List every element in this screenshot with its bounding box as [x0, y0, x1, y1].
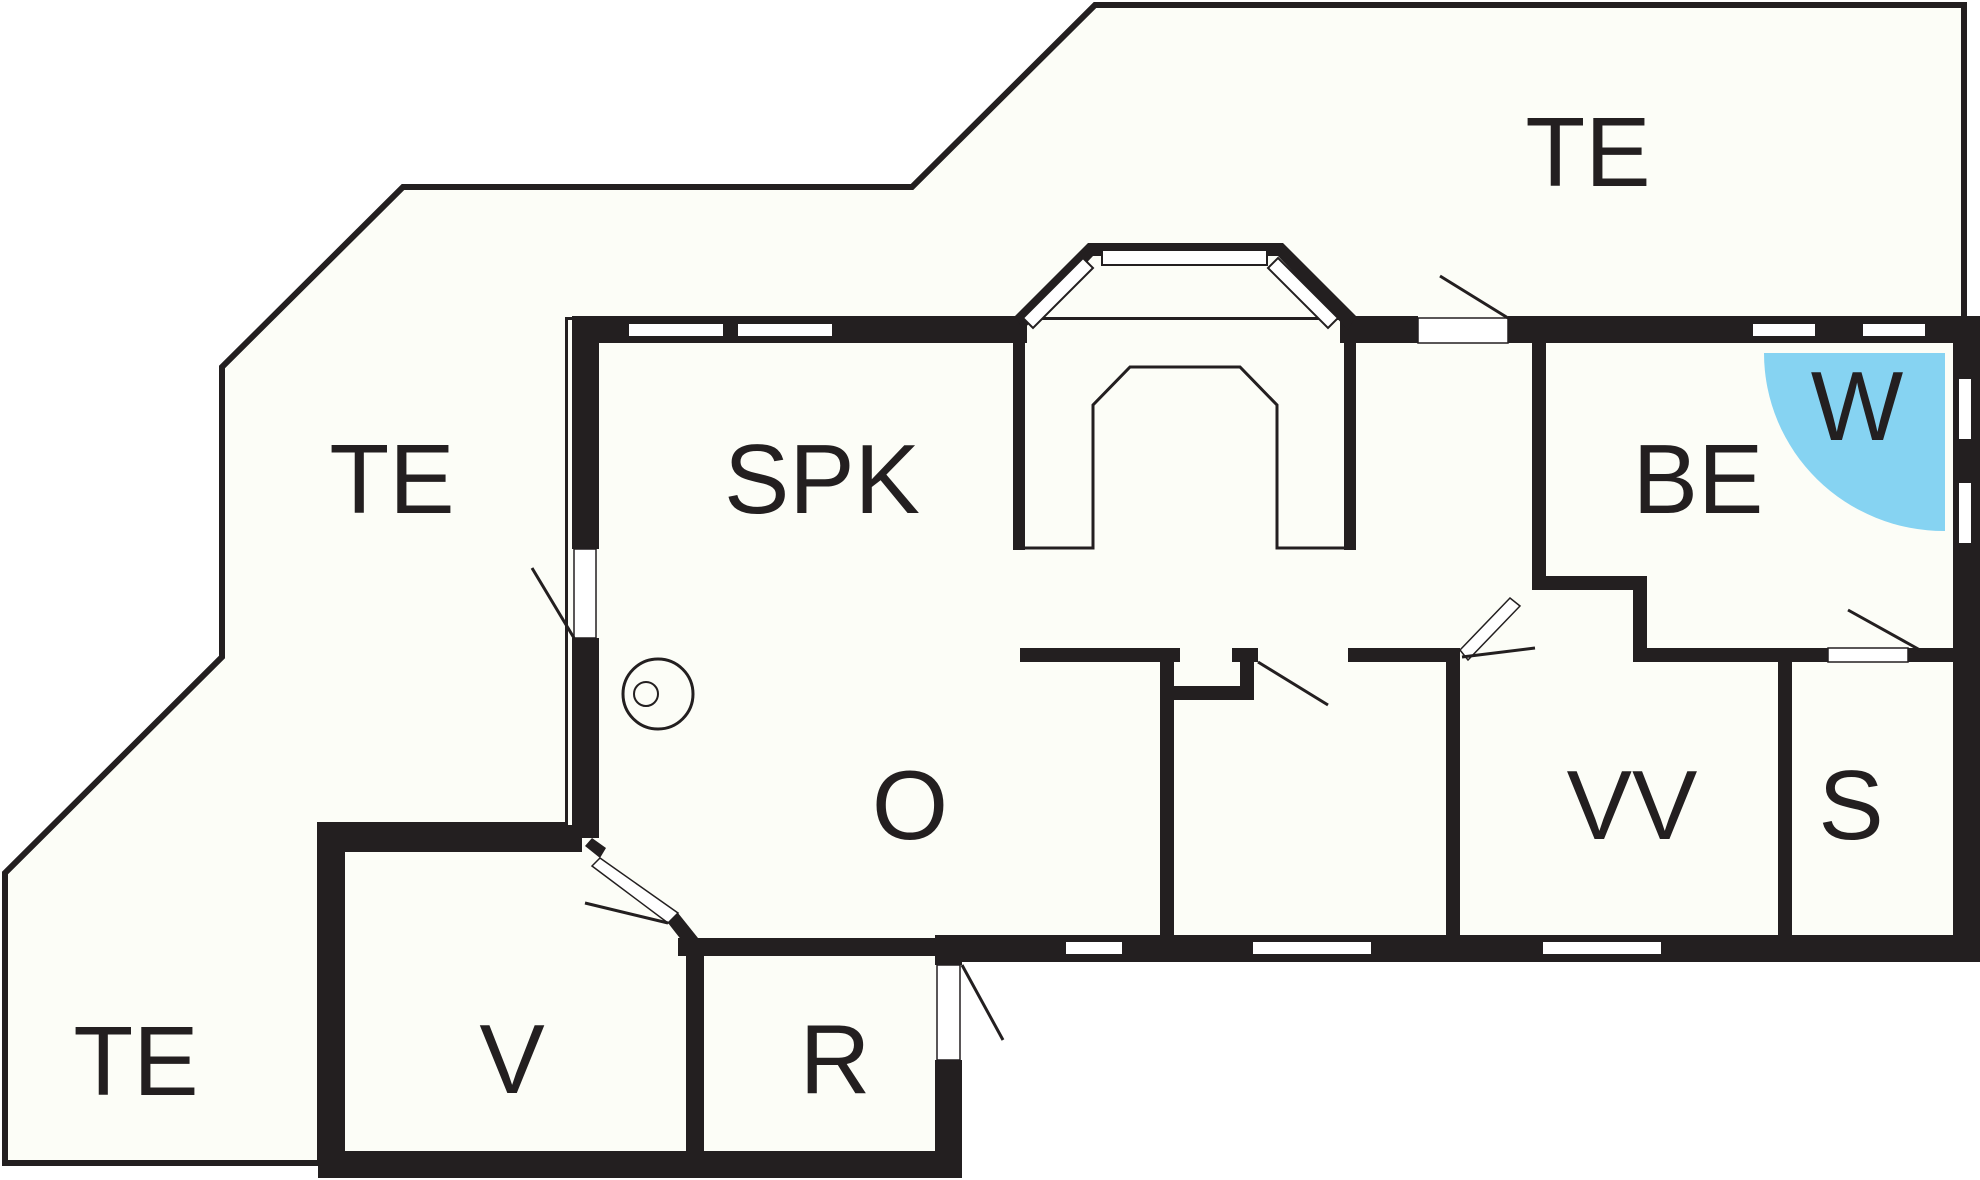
room-label-o: O [872, 750, 948, 860]
interior-walls [1013, 330, 1968, 945]
room-label-te-left: TE [329, 424, 454, 534]
outer-walls [318, 316, 1980, 1178]
room-label-w: W [1811, 351, 1904, 461]
doors [530, 274, 1921, 1061]
windows [627, 322, 1973, 956]
house-floor [320, 320, 1980, 1178]
room-label-spk: SPK [724, 424, 920, 534]
fireplace [1025, 365, 1346, 550]
whirlpool-shape [1764, 353, 1945, 532]
room-label-be: BE [1633, 424, 1764, 534]
stove-icon [621, 657, 695, 731]
room-label-v: V [479, 1004, 544, 1114]
room-label-te-top: TE [1525, 97, 1650, 207]
room-label-te-bottom: TE [73, 1006, 198, 1116]
room-label-s: S [1818, 750, 1883, 860]
room-label-r: R [800, 1004, 871, 1114]
bay-window [1015, 243, 1356, 330]
room-label-vv: VV [1567, 750, 1698, 860]
